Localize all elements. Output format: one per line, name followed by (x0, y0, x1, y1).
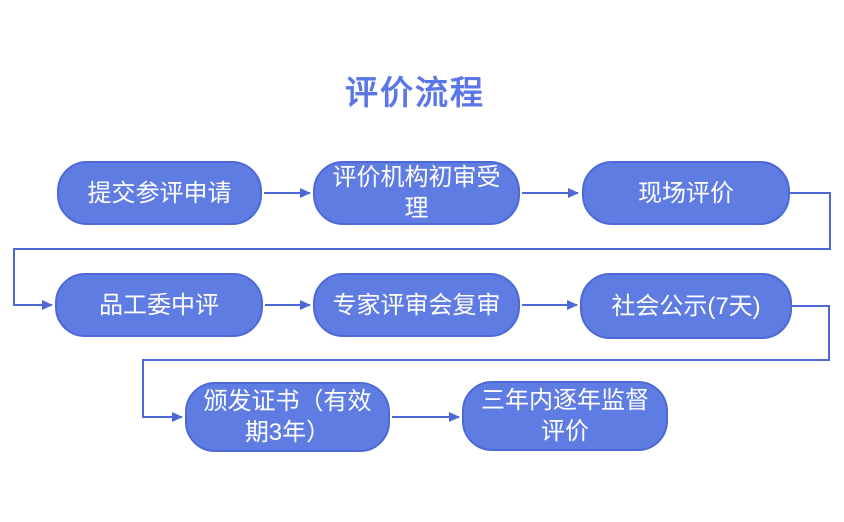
node-public-announcement: 社会公示(7天) (580, 273, 792, 339)
node-label: 品工委中评 (99, 291, 219, 319)
node-committee-mid-evaluation: 品工委中评 (55, 273, 263, 337)
node-label: 颁发证书（有效期3年） (203, 388, 372, 446)
node-onsite-evaluation: 现场评价 (582, 161, 790, 225)
page-title: 评价流程 (345, 74, 485, 111)
node-label: 三年内逐年监督评价 (481, 387, 649, 445)
node-label: 社会公示(7天) (611, 292, 761, 320)
edge-announcement-to-certificate-connector (142, 305, 830, 422)
node-submit-application: 提交参评申请 (57, 161, 262, 225)
node-certificate-issuance: 颁发证书（有效期3年） (185, 382, 390, 452)
node-agency-preliminary-review: 评价机构初审受理 (313, 161, 520, 225)
node-label: 提交参评申请 (87, 179, 232, 207)
node-label: 专家评审会复审 (332, 291, 501, 319)
node-label: 现场评价 (638, 179, 734, 207)
node-label: 评价机构初审受理 (332, 164, 501, 222)
edge-onsite-to-committee-connector (13, 192, 831, 310)
node-expert-panel-rereview: 专家评审会复审 (313, 273, 520, 337)
node-annual-supervision: 三年内逐年监督评价 (462, 381, 668, 451)
